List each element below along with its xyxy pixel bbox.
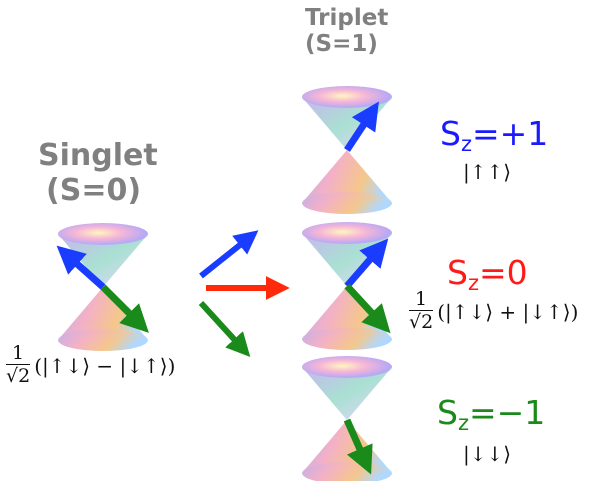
triplet-zero-green-arrow (344, 283, 391, 334)
triplet-plus-blue-arrow (344, 101, 379, 152)
singlet-cone (56, 223, 149, 351)
sz-zero-value: =0 (478, 253, 528, 292)
sz-minus-sub: z (457, 411, 469, 435)
triplet-zero-expression: (|↑↓⟩ + |↓↑⟩) (437, 299, 579, 324)
singlet-green-arrow (100, 284, 149, 333)
singlet-fraction: 1 √2 (6, 342, 31, 388)
singlet-title-text: Singlet (38, 138, 158, 173)
sz-plus-sub: z (460, 132, 472, 156)
sz-plus-value: =+1 (471, 114, 549, 153)
sz-zero-prefix: S (447, 253, 468, 292)
sz-plus-label: Sz=+1 (440, 117, 548, 155)
triplet-title-text: Triplet (305, 5, 389, 31)
triplet-minus-green-arrow (343, 418, 373, 475)
transition-green-arrow (198, 300, 251, 357)
singlet-state: 1 √2 (|↑↓⟩ − |↓↑⟩) (6, 342, 176, 388)
triplet-cone-minus (302, 356, 392, 481)
sz-minus-prefix: S (437, 393, 458, 432)
triplet-cone-zero (302, 222, 392, 350)
singlet-subtitle-text: (S=0) (46, 172, 142, 208)
ket-down-down: |↓↓⟩ (463, 442, 512, 466)
triplet-title: Triplet (S=1) (305, 5, 388, 58)
singlet-expression: (|↑↓⟩ − |↓↑⟩) (34, 353, 176, 378)
singlet-title: Singlet (S=0) (38, 138, 158, 208)
sz-zero-sub: z (467, 271, 479, 295)
triplet-zero-blue-arrow (344, 238, 389, 289)
sz-minus-value: =−1 (468, 393, 546, 432)
triplet-zero-state: 1 √2 (|↑↓⟩ + |↓↑⟩) (409, 288, 579, 334)
sz-zero-label: Sz=0 (447, 256, 528, 294)
triplet-zero-numerator: 1 (415, 288, 428, 310)
triplet-subtitle-text: (S=1) (305, 31, 378, 58)
singlet-blue-arrow (56, 245, 106, 290)
sz-plus-prefix: S (440, 114, 461, 153)
ket-up-up: |↑↑⟩ (463, 160, 512, 184)
sz-minus-label: Sz=−1 (437, 396, 545, 434)
triplet-zero-denominator: √2 (409, 309, 434, 333)
transition-blue-arrow (199, 230, 259, 279)
triplet-cone-plus (302, 86, 392, 214)
singlet-denominator: √2 (6, 363, 31, 387)
triplet-zero-fraction: 1 √2 (409, 288, 434, 334)
singlet-numerator: 1 (12, 342, 25, 364)
